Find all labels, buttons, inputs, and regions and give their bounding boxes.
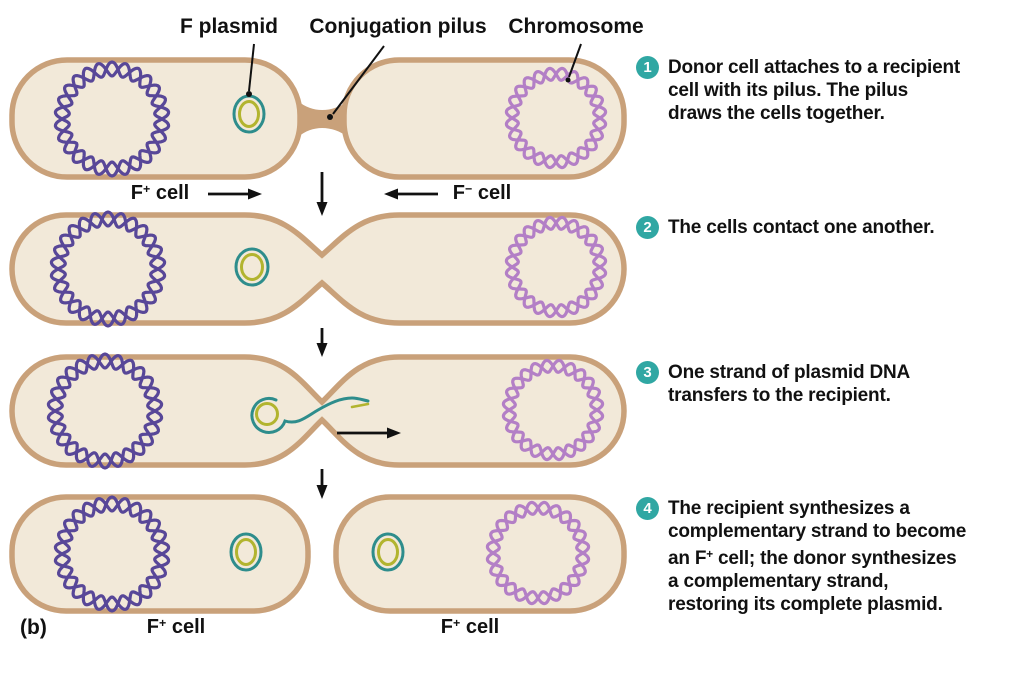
step-2-line: The cells contact one another. bbox=[668, 217, 935, 238]
conjugation-pilus-leader-line bbox=[332, 45, 385, 115]
label-sup: + bbox=[453, 616, 461, 630]
label-base: F bbox=[146, 616, 160, 639]
label-rest: cell bbox=[150, 182, 190, 205]
step-4-line3-text: cell; the donor synthesizes bbox=[712, 547, 957, 569]
transferring-strand bbox=[250, 396, 370, 434]
chromosome-label: Chromosome bbox=[508, 15, 644, 38]
step-1-text: Donor cell attaches to a recipient cell … bbox=[668, 56, 960, 125]
recipient-chromosome-row4 bbox=[485, 500, 591, 606]
f-plasmid-label: F plasmid bbox=[179, 15, 279, 38]
step-1-line: draws the cells together. bbox=[668, 103, 885, 124]
conjugation-pilus-bridge bbox=[298, 101, 348, 137]
down-arrow-2 bbox=[316, 328, 328, 357]
donor-chromosome-row2 bbox=[49, 210, 167, 328]
step-4-line: restoring its complete plasmid. bbox=[668, 593, 943, 615]
f-plasmid-leader-dot bbox=[246, 91, 252, 97]
chromosome-strand bbox=[504, 215, 608, 319]
down-arrow-3 bbox=[316, 469, 328, 499]
f-plasmid-leader-line bbox=[248, 43, 255, 92]
label-sup: + bbox=[143, 182, 151, 196]
step-3-line: transfers to the recipient. bbox=[668, 385, 891, 406]
step-3: 3 One strand of plasmid DNA transfers to… bbox=[636, 361, 910, 407]
step-4-line: complementary strand to become bbox=[668, 521, 967, 542]
down-arrow-1 bbox=[316, 172, 328, 216]
label-base: F bbox=[440, 616, 454, 639]
step-4-line3-text: an F bbox=[668, 547, 707, 569]
label-base: F bbox=[452, 182, 466, 205]
transferring-plasmid bbox=[250, 396, 370, 434]
donor-chromosome-row4 bbox=[53, 495, 171, 613]
label-rest: cell bbox=[460, 616, 500, 639]
recipient-cell-row4 bbox=[333, 494, 627, 614]
label-base: F bbox=[130, 182, 144, 205]
chromosome-strand bbox=[53, 495, 171, 611]
step-4-line3-sup: + bbox=[706, 548, 713, 561]
f-plus-cell-label-row1: F+ cell bbox=[131, 182, 189, 205]
f-minus-cell-label-row1: F− cell bbox=[453, 182, 511, 205]
chromosome-strand bbox=[504, 66, 608, 170]
step-4-text: The recipient synthesizes a complementar… bbox=[668, 497, 966, 616]
figure-part-label: (b) bbox=[20, 616, 47, 639]
chromosome-leader-dot bbox=[565, 77, 571, 83]
step-1-line: cell with its pilus. The pilus bbox=[668, 80, 908, 101]
f-plus-cell-label-bottom-right: F+ cell bbox=[441, 616, 499, 639]
conjugation-diagram bbox=[9, 43, 627, 614]
transfer-direction-arrow bbox=[337, 427, 401, 439]
fused-cells-row2 bbox=[9, 212, 627, 326]
row1-cells bbox=[9, 43, 627, 180]
step-3-line: One strand of plasmid DNA bbox=[668, 362, 911, 383]
label-rest: cell bbox=[166, 616, 206, 639]
step-4-line: The recipient synthesizes a bbox=[668, 498, 910, 519]
chromosome-strand bbox=[53, 60, 171, 176]
step-2: 2 The cells contact one another. bbox=[636, 216, 935, 239]
label-sup: − bbox=[465, 182, 473, 196]
left-arrowhead bbox=[384, 188, 398, 200]
step-4-line: an F+ cell; the donor synthesizes bbox=[668, 543, 966, 570]
donor-chromosome-row3 bbox=[46, 352, 164, 470]
donor-chromosome bbox=[53, 60, 171, 178]
step-1-badge: 1 bbox=[636, 56, 659, 79]
step-1: 1 Donor cell attaches to a recipient cel… bbox=[636, 56, 960, 125]
step-2-text: The cells contact one another. bbox=[668, 216, 935, 239]
approach-arrows bbox=[208, 188, 438, 200]
step-4-badge: 4 bbox=[636, 497, 659, 520]
recipient-cell-row1 bbox=[341, 57, 627, 180]
strand-tip bbox=[350, 402, 370, 409]
label-sup: + bbox=[159, 616, 167, 630]
donor-cell-row1 bbox=[9, 57, 303, 180]
chromosome-strand bbox=[46, 352, 164, 468]
chromosome-strand bbox=[485, 500, 591, 606]
conjugation-pilus-leader-dot bbox=[327, 114, 333, 120]
f-plasmid-row2 bbox=[234, 247, 270, 287]
recipient-chromosome bbox=[504, 66, 608, 170]
recipient-plasmid-row4 bbox=[371, 532, 405, 572]
right-arrowhead bbox=[248, 188, 262, 200]
step-4-line: a complementary strand, bbox=[668, 570, 889, 592]
step-4: 4 The recipient synthesizes a complement… bbox=[636, 497, 966, 616]
chromosome-strand bbox=[49, 210, 167, 326]
step-3-text: One strand of plasmid DNA transfers to t… bbox=[668, 361, 910, 407]
chromosome-leader-line bbox=[568, 43, 582, 78]
step-1-line: Donor cell attaches to a recipient bbox=[668, 57, 961, 78]
step-3-badge: 3 bbox=[636, 361, 659, 384]
donor-plasmid-row4 bbox=[229, 532, 263, 572]
label-rest: cell bbox=[472, 182, 512, 205]
conjugation-pilus-label: Conjugation pilus bbox=[309, 15, 487, 38]
recipient-chromosome-row3 bbox=[501, 358, 605, 462]
recipient-chromosome-row2 bbox=[504, 215, 608, 319]
step-2-badge: 2 bbox=[636, 216, 659, 239]
f-plus-cell-label-bottom-left: F+ cell bbox=[147, 616, 205, 639]
chromosome-strand bbox=[501, 358, 605, 462]
